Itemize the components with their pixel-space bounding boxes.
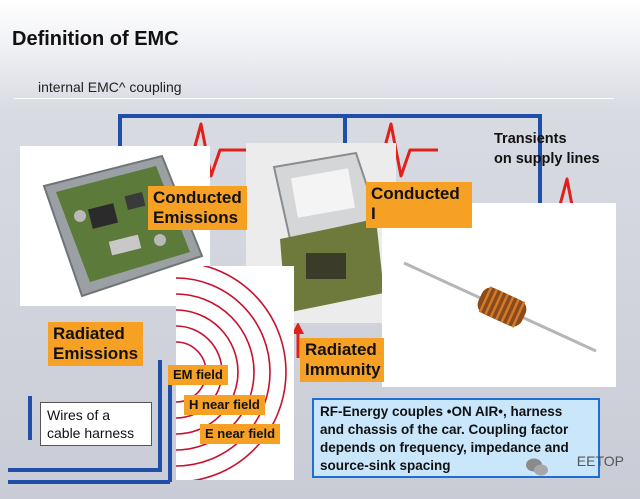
rf-energy-note: RF-Energy couples •ON AIR•, harness and … (312, 398, 600, 478)
transients-line1: Transients (494, 131, 567, 147)
radiated-emissions-label: Radiated Emissions (48, 322, 144, 366)
page-subtitle: internal EMC^ coupling (38, 79, 182, 95)
conducted-emissions-line1: Conducted (153, 188, 242, 207)
transients-line2: on supply lines (494, 151, 600, 167)
rf-energy-line3: depends on frequency, impedance and (320, 440, 569, 455)
watermark: EETOP (576, 453, 624, 469)
header-divider (14, 98, 614, 99)
harness-wire-1 (8, 360, 162, 472)
transients-label: Transients on supply lines (494, 129, 600, 169)
page-title: Definition of EMC (12, 28, 179, 50)
wires-line2: cable harness (47, 425, 135, 441)
conducted-immunity-line2: I (371, 204, 376, 223)
conducted-immunity-label: Conducted I (366, 182, 472, 228)
rf-energy-line1: RF-Energy couples •ON AIR•, harness (320, 404, 563, 419)
radiated-immunity-label: Radiated Immunity (300, 338, 384, 382)
conducted-immunity-line1: Conducted (371, 184, 460, 203)
e-near-field-label: E near field (200, 424, 281, 444)
supply-wire-top (118, 114, 542, 210)
wires-harness-label: Wires of a cable harness (40, 402, 152, 446)
conducted-emissions-line2: Emissions (153, 208, 239, 227)
wires-line1: Wires of a (47, 407, 111, 423)
radiated-immunity-line1: Radiated (305, 340, 377, 359)
ferrite-inductor-icon (382, 203, 616, 387)
h-near-field-label: H near field (184, 395, 265, 415)
wechat-icon (526, 458, 548, 476)
em-field-label: EM field (168, 365, 228, 385)
ferrite-inductor-photo (382, 203, 616, 387)
arrow-head-up (292, 322, 304, 334)
rf-energy-line4: source-sink spacing (320, 458, 451, 473)
conducted-emissions-label: Conducted Emissions (148, 186, 247, 230)
rf-energy-line2: and chassis of the car. Coupling factor (320, 422, 569, 437)
radiated-immunity-line2: Immunity (305, 360, 381, 379)
radiated-emissions-line1: Radiated (53, 324, 125, 343)
radiated-emissions-line2: Emissions (53, 344, 139, 363)
